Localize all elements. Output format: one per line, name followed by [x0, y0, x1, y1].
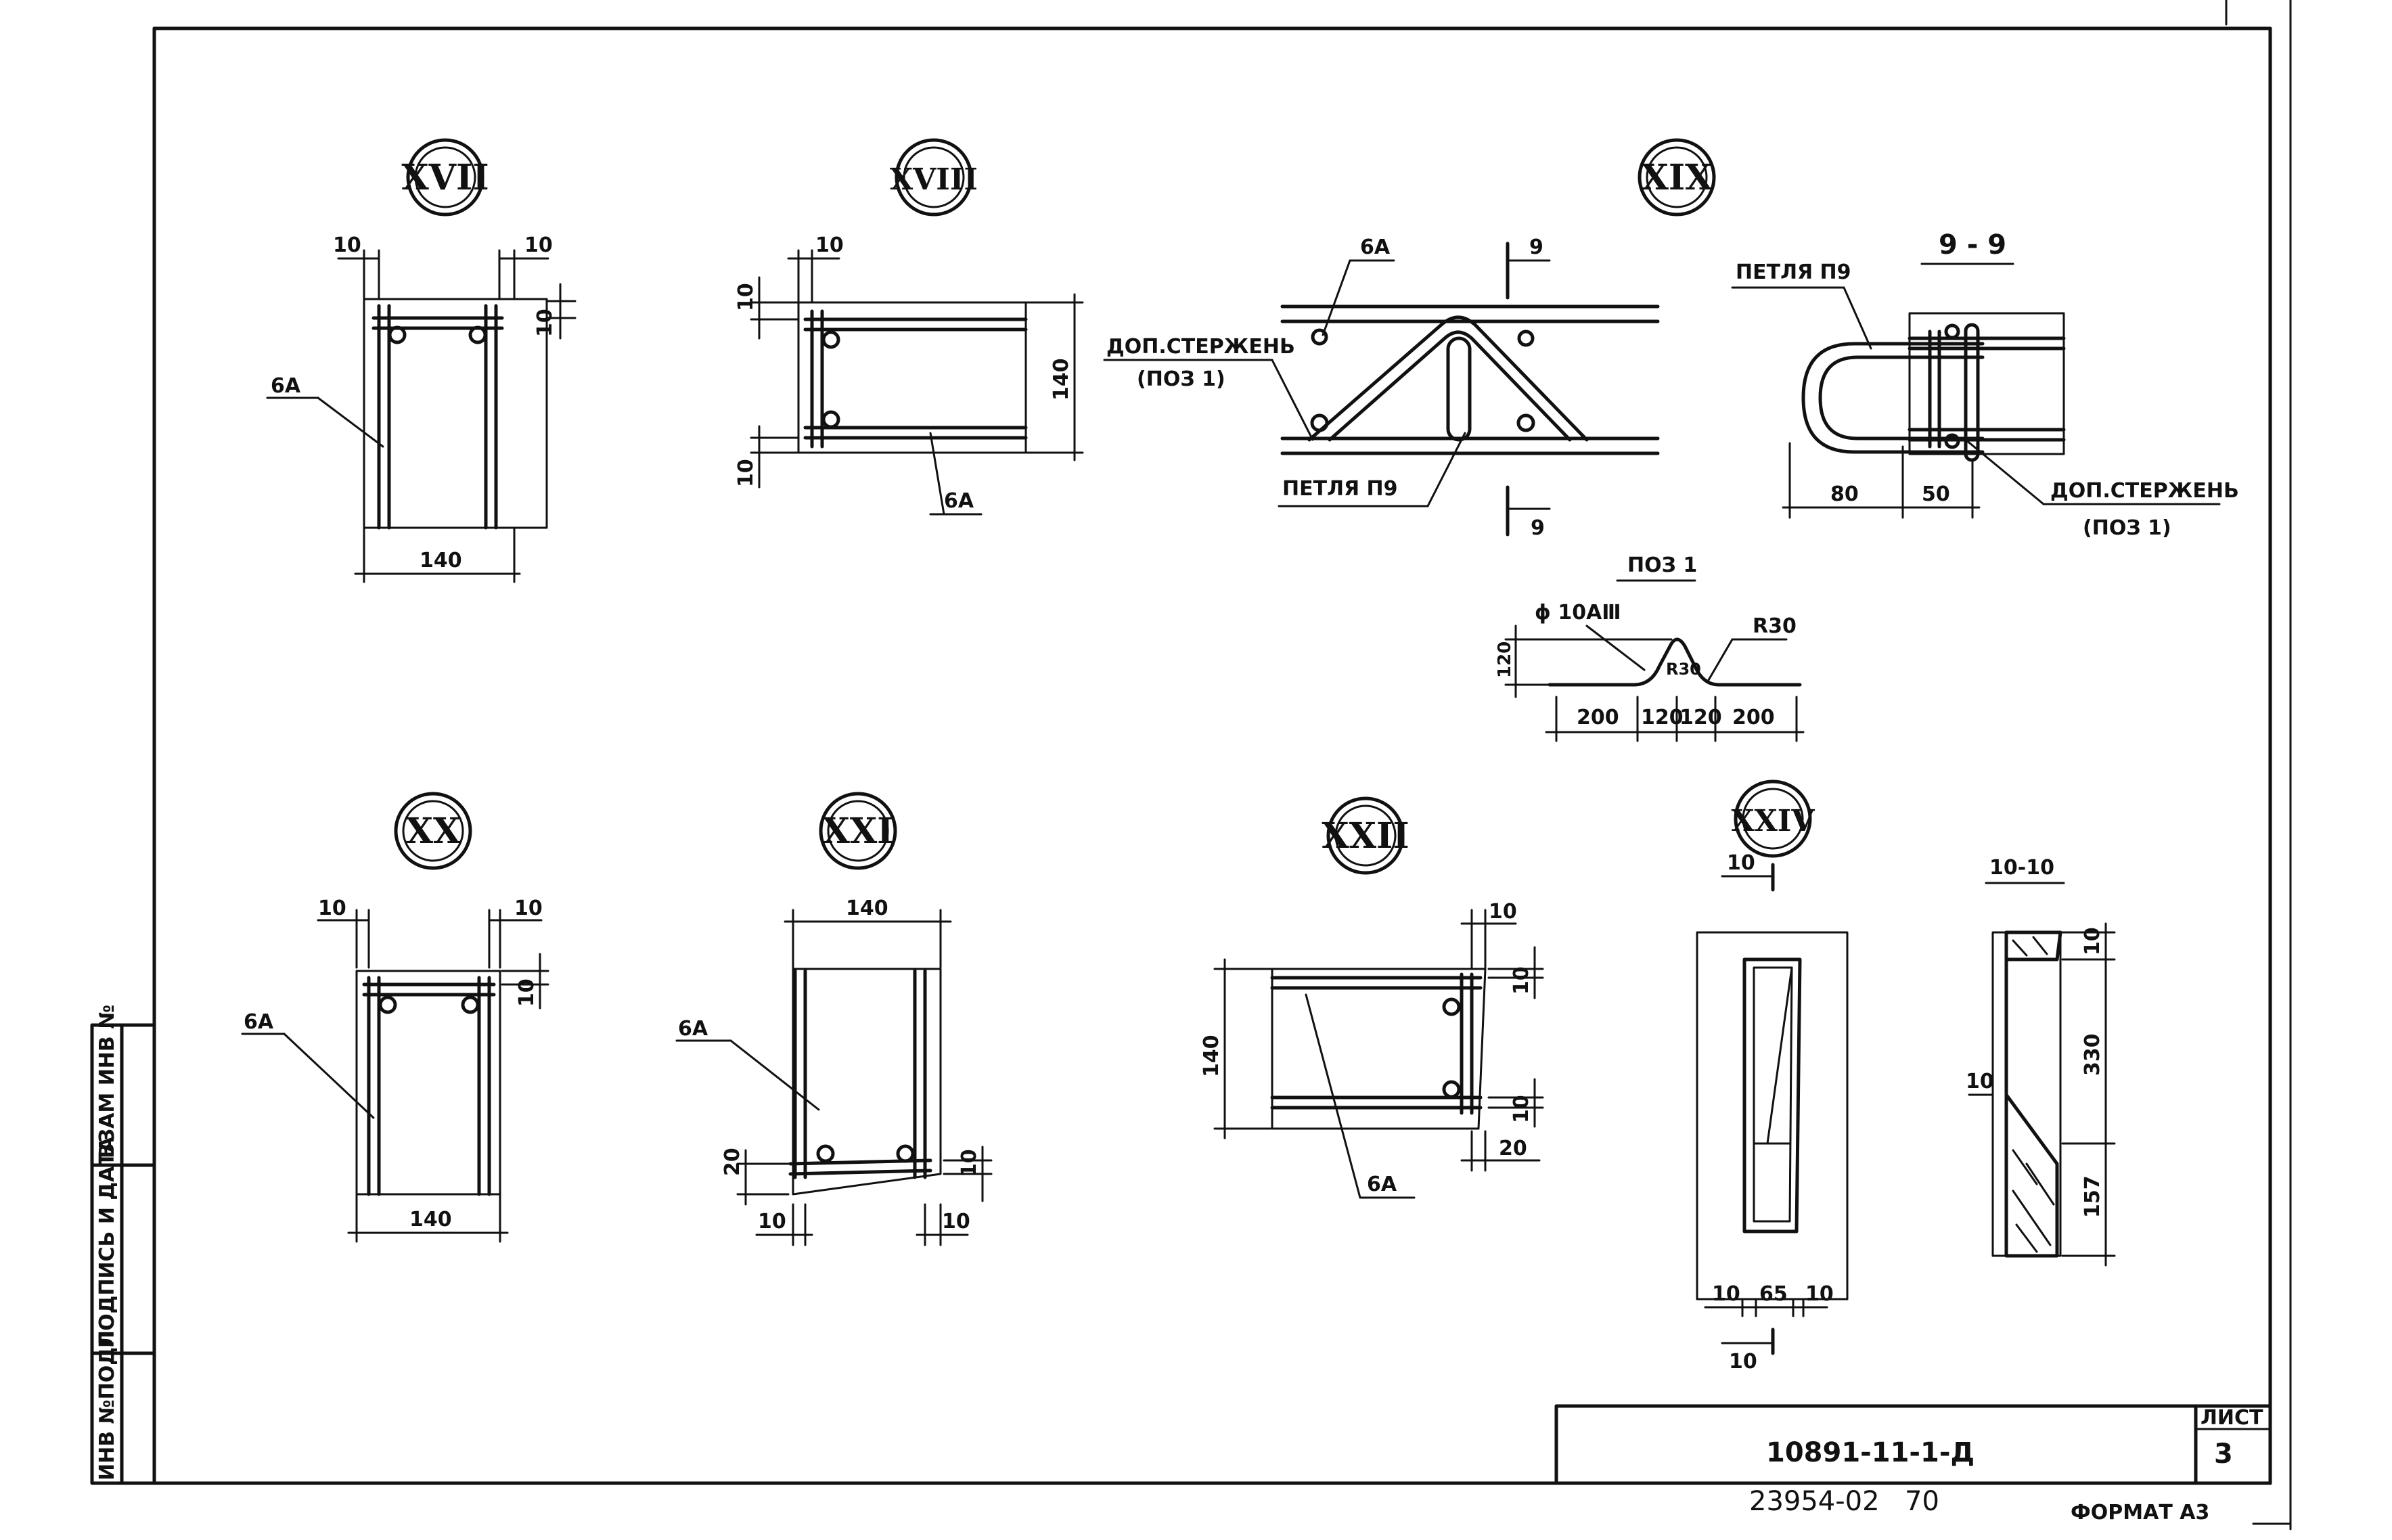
detail-xxiv-label: XXIV — [1732, 804, 1815, 838]
archive-number: 23954-02 — [1749, 1486, 1880, 1517]
xxi-dim-v-right: 10 — [957, 1149, 981, 1177]
poz1-dim-3: 120 — [1679, 706, 1722, 729]
detail-xxi: XXI 140 6А 20 10 10 10 — [675, 792, 993, 1246]
poz-1: ПОЗ 1 ϕ 10АⅢ R30 R30 120 200 120 120 200 — [1495, 553, 1805, 742]
section-10-title: 10-10 — [1989, 856, 2054, 880]
xix-cut-top: 9 — [1529, 235, 1543, 259]
xxii-dim-v-bot: 10 — [1510, 1095, 1533, 1123]
xxii-dim-top: 10 — [1489, 900, 1517, 924]
xxi-bar-label: 6А — [678, 1017, 708, 1041]
title-block: 10891-11-1-Д ЛИСТ 3 23954-02 70 ФОРМАТ А… — [1554, 1404, 2272, 1524]
detail-xvii: XVII 10 10 10 6А 140 — [266, 138, 577, 583]
detail-xxi-label: XXI — [822, 811, 893, 852]
poz1-dim-2: 120 — [1641, 706, 1684, 729]
xvii-dim-width: 140 — [420, 549, 462, 572]
xxiv-dim-c: 10 — [1805, 1282, 1834, 1306]
section-10-10: 10-10 10 330 157 10 — [1966, 856, 2116, 1267]
detail-xvii-label: XVII — [401, 157, 489, 198]
stamp-vzam: ВЗАМ ИНВ № — [95, 1005, 119, 1158]
section-10-dim-side: 10 — [1966, 1070, 1994, 1093]
xxiv-dim-a: 10 — [1712, 1282, 1740, 1306]
detail-xviii-label: XVIII — [890, 162, 978, 197]
xvii-dim-left: 10 — [333, 233, 361, 257]
drawing-designation: 10891-11-1-Д — [1766, 1437, 1974, 1468]
detail-xxii: XXII 140 10 10 10 20 6А — [1200, 796, 1544, 1199]
poz1-radius-inner: R30 — [1666, 660, 1701, 679]
xxii-dim-br: 20 — [1499, 1137, 1527, 1160]
xxii-dim-h: 140 — [1200, 1035, 1223, 1077]
poz1-radius-outer: R30 — [1753, 614, 1797, 638]
xviii-dim-v-top: 10 — [734, 283, 758, 311]
poz1-title: ПОЗ 1 — [1627, 553, 1697, 577]
xix-extra-bar-2: (ПОЗ 1) — [1137, 367, 1225, 391]
detail-xix-label: XIX — [1641, 157, 1713, 198]
xviii-dim-v-bot: 10 — [734, 459, 758, 487]
xix-cut-bot: 9 — [1531, 516, 1545, 540]
xx-dim-width: 140 — [409, 1208, 452, 1231]
section-9-title: 9 - 9 — [1939, 229, 2006, 261]
xviii-dim-height: 140 — [1050, 358, 1073, 401]
xviii-bar-label: 6А — [944, 489, 974, 513]
detail-xxii-label: XXII — [1322, 815, 1409, 857]
xviii-dim-top: 10 — [815, 233, 844, 257]
xvii-dim-vert: 10 — [533, 309, 557, 337]
section-9-dim-50: 50 — [1922, 482, 1950, 506]
xxi-dim-v-left: 20 — [721, 1148, 744, 1176]
detail-xx: XX 10 10 10 6А 140 — [241, 792, 549, 1243]
xix-extra-bar-1: ДОП.СТЕРЖЕНЬ — [1106, 335, 1295, 359]
xx-dim-right: 10 — [514, 897, 543, 920]
xx-dim-left: 10 — [318, 897, 346, 920]
stamp-inv-podl: ИНВ №ПОДЛ — [95, 1330, 119, 1480]
xxii-dim-v-top: 10 — [1510, 966, 1533, 995]
side-stamp: ИНВ №ПОДЛ ПОДПИСЬ И ДАТА ВЗАМ ИНВ № — [90, 1005, 156, 1485]
detail-xx-label: XX — [406, 811, 461, 852]
section-9-extra-bar-1: ДОП.СТЕРЖЕНЬ — [2050, 479, 2239, 503]
xxi-dim-bl: 10 — [758, 1210, 786, 1233]
section-9-9: 9 - 9 ПЕТЛЯ П9 80 50 ДОП.СТЕРЖЕНЬ (ПОЗ 1… — [1731, 229, 2239, 540]
detail-xxiv: XXIV 10 10 65 10 10 — [1696, 779, 1849, 1374]
section-9-loop-label: ПЕТЛЯ П9 — [1736, 261, 1851, 284]
xxiv-dim-b: 65 — [1759, 1282, 1788, 1306]
poz1-dim-1: 200 — [1577, 706, 1619, 729]
xx-dim-vert: 10 — [515, 978, 539, 1007]
section-9-extra-bar-2: (ПОЗ 1) — [2083, 516, 2171, 540]
sheet-label: ЛИСТ — [2201, 1406, 2263, 1430]
detail-xix: XIX 6А 9 9 ДОП.СТЕРЖЕНЬ (ПОЗ 1) ПЕТЛЯ П9 — [1103, 138, 1716, 540]
format-label: ФОРМАТ А3 — [2071, 1501, 2209, 1524]
detail-xviii: XVIII 10 10 10 140 6А — [734, 138, 1084, 516]
xix-loop-label: ПЕТЛЯ П9 — [1282, 477, 1398, 501]
page-number: 70 — [1905, 1486, 1939, 1517]
xx-bar-label: 6А — [244, 1010, 274, 1034]
section-10-dim-330: 330 — [2081, 1033, 2104, 1076]
xxi-dim-width: 140 — [846, 897, 888, 920]
xxiv-cut-bot: 10 — [1729, 1350, 1757, 1374]
section-10-dim-top: 10 — [2081, 927, 2104, 955]
xxi-dim-br: 10 — [942, 1210, 970, 1233]
section-9-dim-80: 80 — [1830, 482, 1859, 506]
stamp-podpis: ПОДПИСЬ И ДАТА — [95, 1136, 119, 1348]
xxii-bar-label: 6А — [1367, 1173, 1397, 1196]
xvii-dim-right: 10 — [524, 233, 553, 257]
sheet-frame — [152, 0, 2292, 1531]
xix-bar-label: 6А — [1360, 235, 1391, 259]
sheet-number: 3 — [2214, 1439, 2233, 1470]
xvii-bar-label: 6А — [271, 374, 301, 398]
xxiv-cut-top: 10 — [1727, 851, 1755, 875]
poz1-height: 120 — [1495, 641, 1515, 678]
poz1-dim-4: 200 — [1732, 706, 1775, 729]
section-10-dim-157: 157 — [2081, 1175, 2104, 1218]
poz1-diameter: ϕ 10АⅢ — [1535, 601, 1621, 625]
